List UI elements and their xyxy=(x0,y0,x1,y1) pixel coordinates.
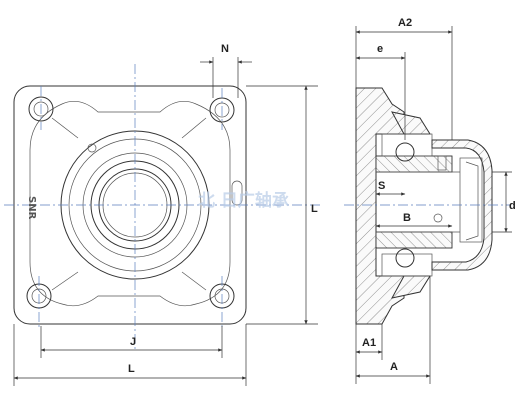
brand-text: SNR xyxy=(26,196,37,220)
set-screw-hole xyxy=(433,213,443,223)
dim-e: e xyxy=(355,43,406,140)
side-slot xyxy=(231,180,243,206)
dim-label-S: S xyxy=(378,180,385,192)
dim-label-J: J xyxy=(130,336,136,348)
inner-ring xyxy=(375,155,453,173)
dim-J: J xyxy=(40,326,223,358)
dim-L-vertical: L xyxy=(246,85,318,325)
dim-d: d xyxy=(492,171,516,233)
dim-label-d: d xyxy=(509,200,516,212)
dim-label-L-horizontal: L xyxy=(128,363,135,375)
dim-label-N: N xyxy=(221,43,229,55)
dim-S: S xyxy=(375,180,406,196)
housing-boss xyxy=(29,101,231,307)
bolt-hole-top-left xyxy=(28,96,54,122)
dim-A2: A2 xyxy=(355,17,453,140)
front-view: SNR xyxy=(4,64,320,350)
seal xyxy=(459,157,483,243)
side-section-view xyxy=(344,87,510,325)
grease-nipple xyxy=(87,143,97,153)
dim-label-e: e xyxy=(377,43,383,55)
dim-label-B: B xyxy=(403,212,411,224)
dim-A1: A1 xyxy=(355,324,383,384)
dim-label-L-vertical: L xyxy=(311,203,318,215)
dim-label-A: A xyxy=(390,361,398,373)
dim-N: N xyxy=(200,43,252,98)
dim-label-A2: A2 xyxy=(398,17,412,29)
dim-A: A xyxy=(355,276,431,384)
ball-top xyxy=(395,142,415,162)
watermark-text: 北 日广轴承 xyxy=(198,190,289,211)
ball-bottom xyxy=(395,248,415,268)
dim-B: B xyxy=(375,212,453,228)
dim-L-horizontal: L xyxy=(13,324,247,386)
dim-label-A1: A1 xyxy=(362,337,376,349)
